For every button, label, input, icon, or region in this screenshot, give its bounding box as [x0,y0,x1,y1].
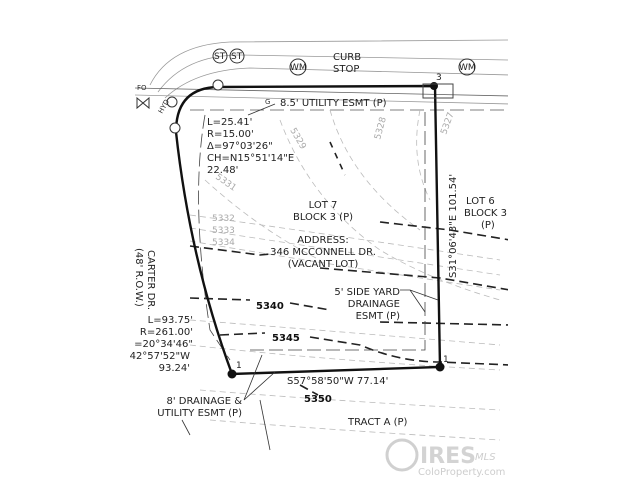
corner-sw [227,369,237,379]
curve-radius: R=15.00' [207,129,254,140]
water-meter-icon [458,58,476,76]
street-row: (48' R.O.W.) [133,248,144,307]
drainage-line1: 8' DRAINAGE & [166,396,242,407]
water-meter-icon [289,58,307,76]
lot-block: BLOCK 3 (P) [293,212,353,223]
lot-status: (VACANT LOT) [288,259,359,270]
curve-length: L=25.41' [207,117,252,128]
corner-se [435,362,445,372]
contour-label: 5334 [212,238,235,248]
side-yard-line3: ESMT (P) [356,311,401,322]
east-bearing: S31°06'43"E 101.54' [448,174,459,278]
curve-chord: CH=N15°51'14"E [207,153,294,164]
south-bearing: S57°58'50"W 77.14' [287,376,388,387]
contour-label: 5340 [256,301,284,312]
contour-label: 5328 [373,116,389,141]
curb-label: CURB [333,52,361,63]
watermark-mls: MLS [475,452,496,463]
valve-icon [136,96,150,110]
contour-label: 5327 [439,111,456,136]
curve-delta: Δ=97°03'26" [207,141,273,152]
lot-boundary [174,84,442,376]
side-yard-esmt: 5' SIDE YARD DRAINAGE ESMT (P) [334,287,439,322]
curve-length: L=93.75' [148,315,193,326]
contour-lines [189,109,501,441]
major-contours [189,141,508,396]
fiber-optic-label: FO [137,84,147,92]
st-symbol [212,48,228,64]
address: 346 MCCONNELL DR. [270,247,376,258]
curve-chord: 42°57'52"W [130,351,191,362]
street-label: CARTER DR. (48' R.O.W.) [133,248,156,310]
corner-label: 1 [443,355,449,365]
drainage-esmt: 8' DRAINAGE & UTILITY ESMT (P) [157,354,276,419]
stop-label: STOP [333,64,359,75]
st-label: ST [214,52,226,62]
adjacent-lot: LOT 6 BLOCK 3 (P) [464,196,507,231]
address-label: ADDRESS: [297,235,349,246]
drainage-line2: UTILITY ESMT (P) [157,408,242,419]
ires-watermark: IRES MLS ColoProperty.com [385,438,505,478]
hydrant-icon [166,96,178,108]
contour-label: 5332 [212,214,235,224]
adjacent-lot-block: BLOCK 3 [464,208,507,219]
lot-info: LOT 7 BLOCK 3 (P) ADDRESS: 346 MCCONNELL… [270,200,376,270]
contour-label: 5329 [287,127,307,152]
wm-label: WM [290,63,307,73]
st-symbol [229,48,245,64]
st-label: ST [231,52,243,62]
curve-distance: 93.24' [159,363,190,374]
curve1-data: L=25.41' R=15.00' Δ=97°03'26" CH=N15°51'… [207,117,294,176]
adjacent-lot-name: LOT 6 [466,196,495,207]
gas-line-label: G [265,98,270,106]
utility-esmt-label: 8.5' UTILITY ESMT (P) [280,98,387,109]
side-yard-line2: DRAINAGE [348,299,400,310]
curve-delta: =20°34'46" [134,339,193,350]
adjacent-lot-plat: (P) [481,220,495,231]
curve2-data: L=93.75' R=261.00' =20°34'46" 42°57'52"W… [130,315,193,374]
pin-marker [169,122,181,134]
house-logo-icon [385,438,419,472]
watermark-site: ColoProperty.com [418,467,505,478]
point-label: 3 [436,73,442,83]
corner-ne [430,82,438,90]
contour-label: 5350 [304,394,332,405]
tract-label: TRACT A (P) [347,417,408,428]
curve-radius: R=261.00' [140,327,193,338]
street-curb-lines [134,39,508,111]
lot-name: LOT 7 [309,200,338,211]
contour-label: 5345 [272,333,300,344]
watermark-brand: IRES [420,444,476,469]
easement-lines [181,103,426,451]
wm-label: WM [459,63,476,73]
side-yard-line1: 5' SIDE YARD [334,287,400,298]
cr-box [422,83,454,99]
contour-label: 5333 [212,226,235,236]
corner-label: 1 [236,361,242,371]
street-name: CARTER DR. [145,250,156,310]
curve-distance: 22.48' [207,165,238,176]
pin-marker [212,79,224,91]
